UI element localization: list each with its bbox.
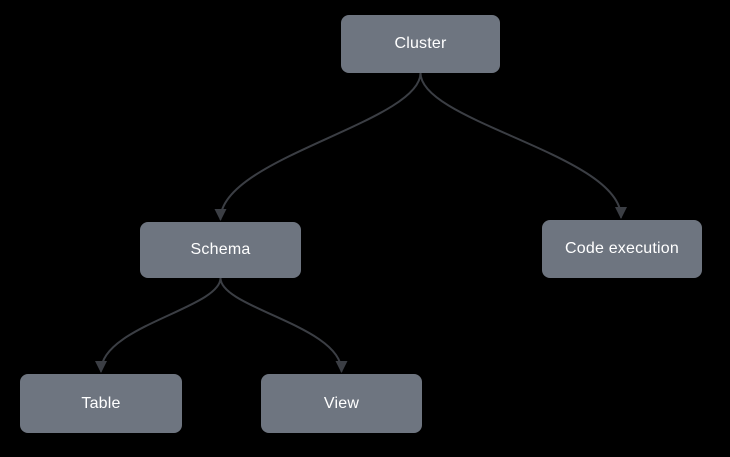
node-view-label: View bbox=[323, 394, 360, 412]
edge-cluster-to-code-execution bbox=[419, 72, 627, 219]
node-code-execution[interactable]: Code execution bbox=[542, 220, 702, 278]
node-cluster[interactable]: Cluster bbox=[341, 15, 500, 73]
edge-schema-to-table bbox=[95, 277, 222, 373]
edge-schema-to-view bbox=[219, 277, 348, 373]
node-table[interactable]: Table bbox=[20, 374, 182, 433]
node-schema-label: Schema bbox=[190, 241, 251, 258]
node-cluster-label: Cluster bbox=[394, 35, 447, 52]
node-table-label: Table bbox=[81, 394, 121, 412]
node-code-execution-label: Code execution bbox=[565, 240, 679, 257]
node-schema[interactable]: Schema bbox=[140, 222, 301, 278]
node-view[interactable]: View bbox=[261, 374, 422, 433]
edge-cluster-to-schema bbox=[214, 72, 422, 221]
